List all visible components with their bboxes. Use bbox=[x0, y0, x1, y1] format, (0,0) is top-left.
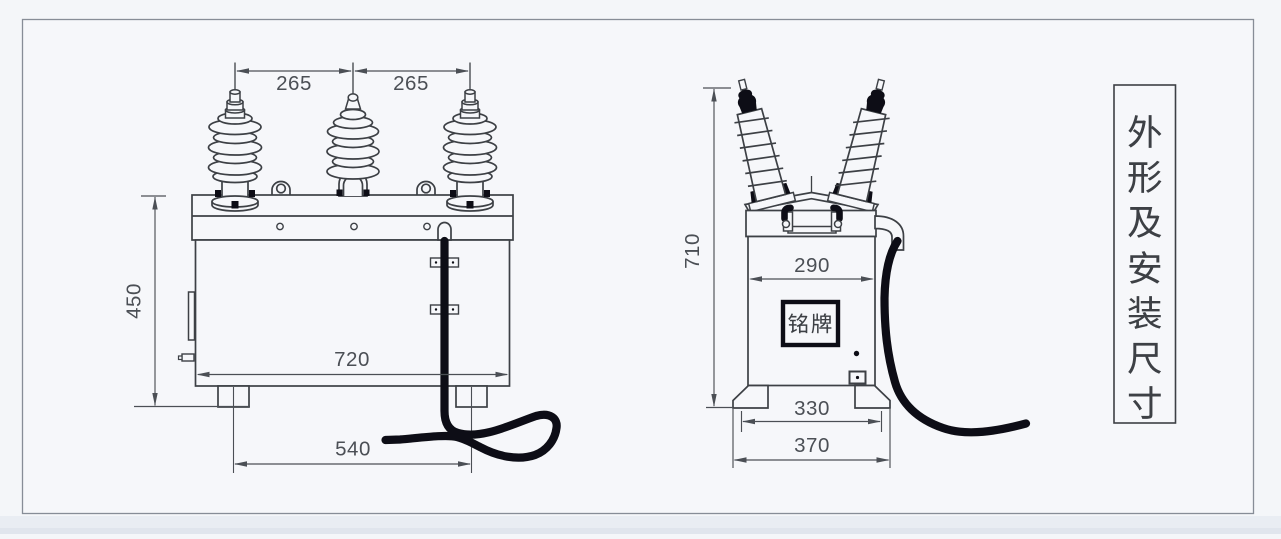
dim-265-right: 265 bbox=[354, 68, 469, 95]
bushing-side bbox=[442, 89, 498, 212]
title-block: 外形及安装尺寸 bbox=[1073, 84, 1217, 424]
dim-arrowhead bbox=[733, 457, 747, 463]
tilted-bushing bbox=[826, 78, 890, 213]
arch-foot bbox=[336, 189, 343, 196]
side-hinge bbox=[187, 291, 196, 341]
cjk-glyph bbox=[811, 313, 832, 334]
dim-arrowhead bbox=[495, 371, 509, 378]
flange-bolt bbox=[450, 190, 456, 197]
flange-bolt bbox=[231, 201, 239, 209]
dim-540: 540 bbox=[234, 438, 471, 467]
cjk-glyph bbox=[1128, 115, 1162, 148]
dim-330: 330 bbox=[740, 397, 883, 432]
drain-fitting bbox=[848, 370, 867, 385]
dimension-label: 265 bbox=[393, 72, 429, 95]
handle-hook bbox=[830, 204, 843, 222]
dim-arrowhead bbox=[749, 276, 762, 282]
dim-arrowhead bbox=[711, 88, 717, 102]
plate-hole bbox=[276, 222, 284, 231]
dimension-label: 265 bbox=[276, 72, 312, 95]
cjk-glyph bbox=[1128, 160, 1162, 194]
flange-bolt bbox=[466, 201, 474, 209]
dim-arrowhead bbox=[861, 276, 874, 282]
dimension-label: 720 bbox=[334, 348, 370, 371]
dim-arrowhead bbox=[152, 196, 158, 210]
dimension-label: 370 bbox=[794, 434, 830, 457]
panel-dot bbox=[853, 350, 860, 357]
page-bottom-shadow bbox=[0, 528, 1281, 534]
flange-bolt bbox=[215, 190, 221, 197]
flange-bolt bbox=[249, 190, 255, 197]
lifting-lug bbox=[271, 180, 291, 197]
handle-bolt bbox=[781, 219, 791, 229]
tilted-bushing bbox=[734, 78, 797, 213]
dimension-label: 290 bbox=[794, 254, 830, 277]
drawing-content: 265 265 450 720 540 710 bbox=[123, 62, 1217, 473]
cable-gland bbox=[437, 221, 452, 241]
side-view: 710 290 铭牌 330 370 bbox=[681, 78, 1031, 468]
dim-265-left: 265 bbox=[236, 68, 352, 95]
control-cable bbox=[880, 236, 1031, 437]
dim-arrowhead bbox=[236, 68, 249, 74]
control-cable bbox=[381, 236, 561, 462]
bushing-center bbox=[326, 93, 380, 197]
cjk-glyph bbox=[788, 313, 808, 334]
lifting-lug bbox=[416, 180, 436, 197]
dim-arrowhead bbox=[196, 371, 210, 378]
nameplate: 铭牌 bbox=[780, 299, 841, 348]
plate-hole bbox=[350, 222, 358, 231]
bushing-side bbox=[207, 89, 263, 212]
dim-arrowhead bbox=[711, 394, 717, 407]
dimension-label: 710 bbox=[681, 233, 704, 269]
dim-arrowhead bbox=[742, 418, 755, 425]
cjk-glyph bbox=[1128, 207, 1162, 238]
dim-arrowhead bbox=[876, 457, 890, 463]
earth-terminal bbox=[177, 353, 195, 362]
dimension-label: 450 bbox=[123, 283, 146, 319]
cjk-glyph bbox=[1128, 386, 1161, 419]
cjk-glyph bbox=[1128, 296, 1162, 330]
lifting-handle bbox=[781, 204, 843, 234]
plate-hole bbox=[423, 222, 431, 231]
nameplate-label: 铭牌 bbox=[789, 313, 832, 336]
flange-bolt bbox=[484, 190, 490, 197]
dim-720: 720 bbox=[196, 348, 509, 378]
dim-arrowhead bbox=[458, 461, 471, 467]
base-skirt bbox=[732, 384, 891, 409]
handle-hook bbox=[781, 204, 794, 222]
dim-arrowhead bbox=[354, 68, 367, 74]
front-view: 265 265 450 720 540 bbox=[123, 62, 561, 473]
handle-bolt bbox=[833, 219, 843, 229]
terminal-cap bbox=[866, 88, 886, 114]
terminal-cap bbox=[737, 88, 757, 114]
dim-450: 450 bbox=[123, 195, 250, 408]
dimension-label: 330 bbox=[794, 397, 830, 420]
dim-370: 370 bbox=[732, 409, 891, 468]
dim-710: 710 bbox=[681, 87, 731, 407]
dim-290: 290 bbox=[749, 254, 874, 282]
cjk-glyph bbox=[1128, 342, 1162, 374]
cjk-glyph bbox=[1129, 251, 1161, 284]
title-text: 外形及安装尺寸 bbox=[1073, 236, 1217, 259]
dim-arrowhead bbox=[234, 461, 247, 467]
dim-arrowhead bbox=[456, 68, 469, 74]
dim-arrowhead bbox=[152, 393, 158, 406]
dimension-label: 540 bbox=[335, 438, 371, 461]
dim-arrowhead bbox=[339, 68, 352, 74]
dim-arrowhead bbox=[868, 418, 881, 425]
arch-foot bbox=[363, 189, 370, 196]
